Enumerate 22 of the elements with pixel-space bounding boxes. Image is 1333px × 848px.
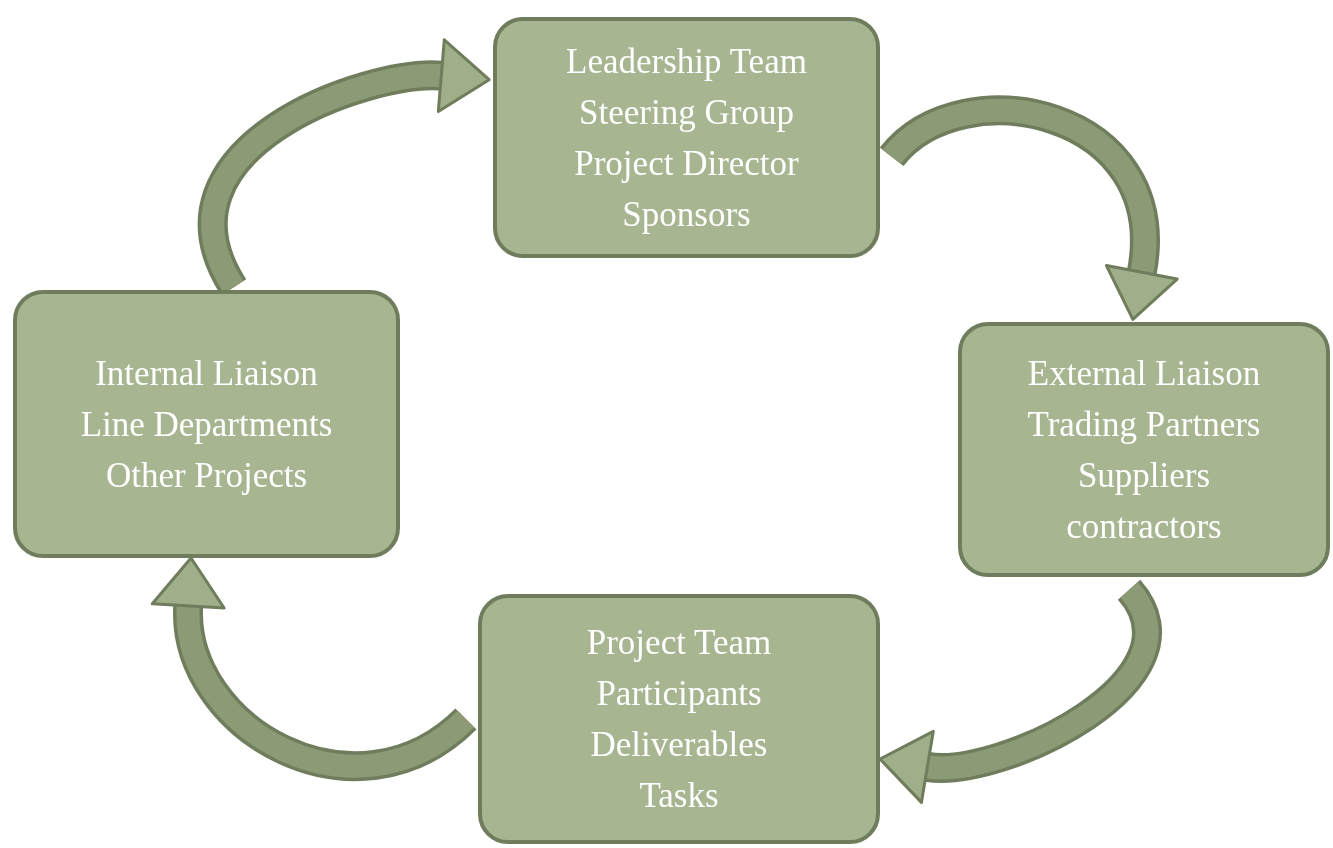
box-text: Deliverables: [590, 724, 768, 766]
box-text: Trading Partners: [1027, 403, 1261, 446]
box-text: Suppliers: [1077, 454, 1211, 497]
box-text: Project Director: [574, 142, 799, 185]
rounded-box: [13, 290, 400, 558]
box-text: Tasks: [639, 775, 719, 817]
box-text: Line Departments: [80, 403, 333, 446]
box-text: Other Projects: [105, 454, 308, 497]
curved-arrow: [878, 581, 1162, 804]
box-text: Participants: [596, 673, 762, 715]
curved-arrow: [881, 95, 1179, 321]
box-text: contractors: [1066, 505, 1222, 548]
rounded-box: [478, 594, 880, 844]
box-text: External Liaison: [1027, 352, 1261, 395]
box-text: Project Team: [586, 622, 772, 664]
rounded-box: [958, 322, 1330, 577]
box-text: Internal Liaison: [95, 352, 318, 395]
box-text: Steering Group: [579, 91, 794, 134]
box-text: Sponsors: [622, 193, 751, 236]
rounded-box: [493, 17, 880, 258]
curved-arrow: [150, 556, 476, 781]
box-text: Leadership Team: [566, 40, 807, 83]
